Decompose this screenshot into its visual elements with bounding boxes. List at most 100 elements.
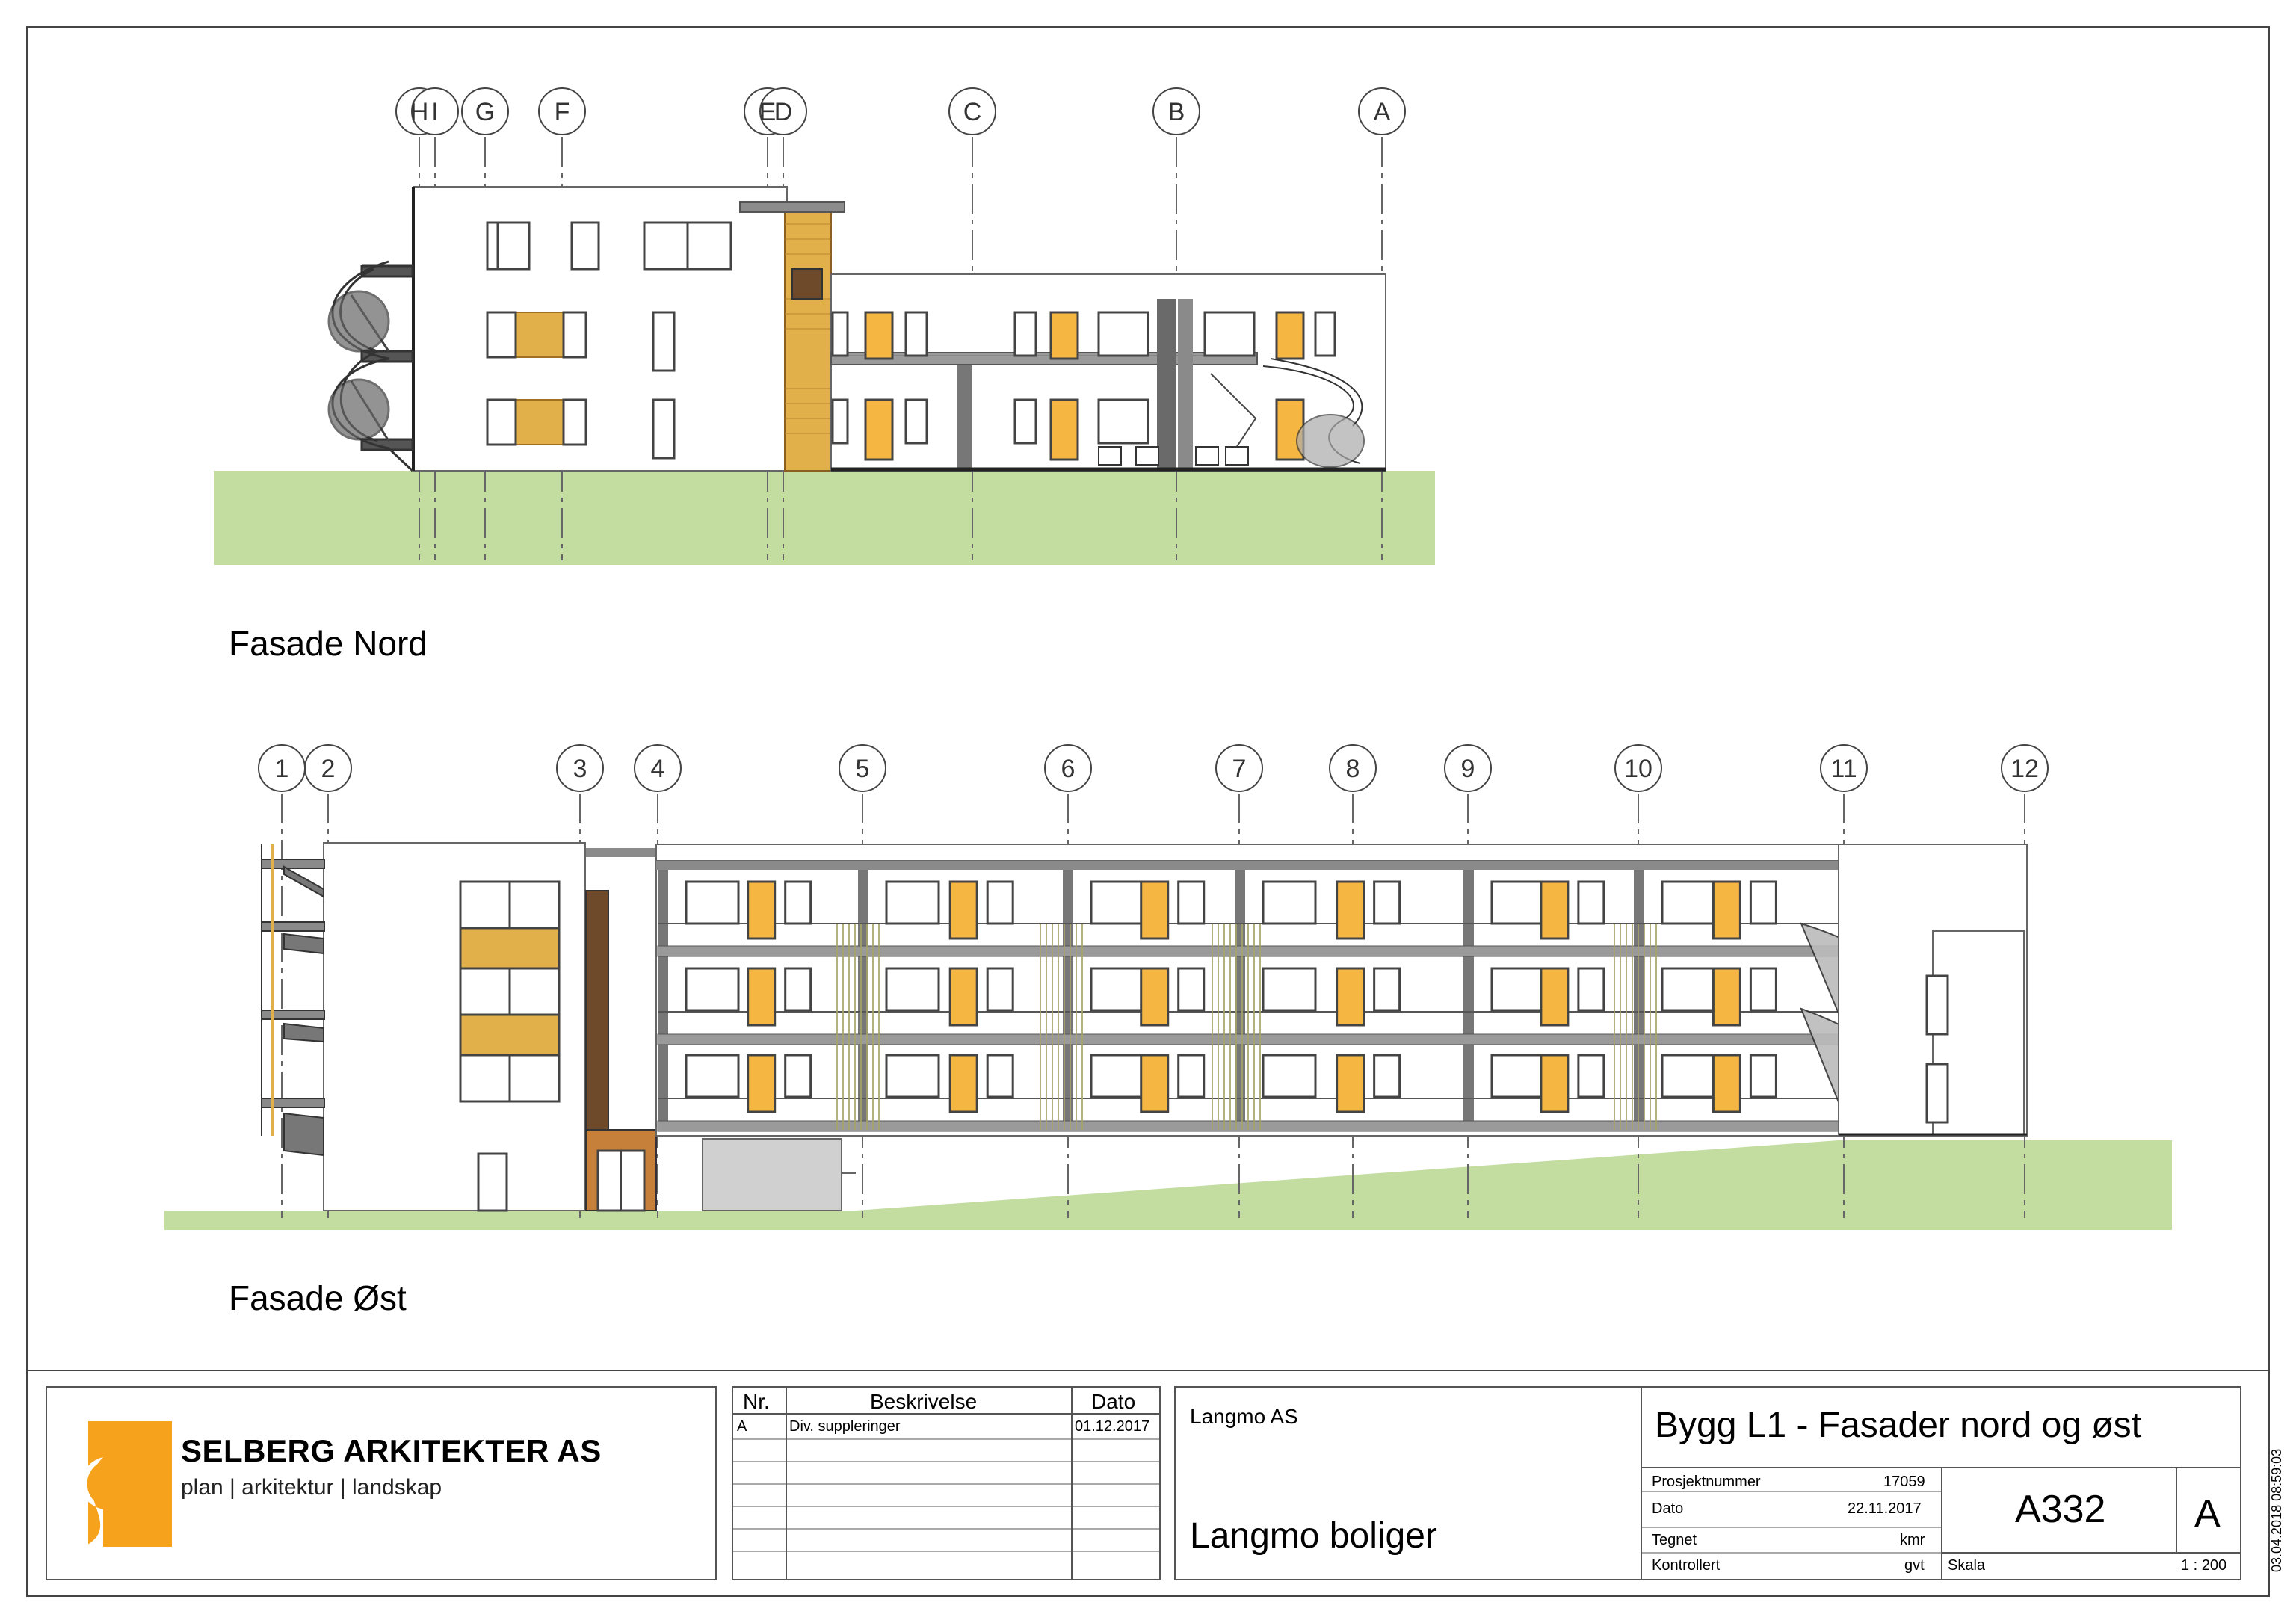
grid-label-7: 7 — [1232, 755, 1247, 783]
balcony-door — [747, 880, 777, 940]
drawn-label: Tegnet — [1652, 1532, 1697, 1548]
north-windows-lower — [486, 311, 676, 460]
balcony-door — [1712, 967, 1741, 1027]
north-windows-top — [486, 221, 732, 270]
balcony-door — [1712, 1054, 1741, 1113]
balcony-door — [1140, 1054, 1170, 1113]
balcony-window — [1090, 880, 1145, 925]
east-stair-core — [585, 890, 609, 1131]
east-balcony-units — [685, 880, 1777, 1113]
balcony-door — [1540, 967, 1570, 1027]
balcony-door — [747, 967, 777, 1027]
balcony-door — [1140, 880, 1170, 940]
grid-label-8: 8 — [1346, 755, 1360, 783]
north-doors — [864, 311, 1305, 461]
company-name: SELBERG ARKITEKTER AS — [181, 1433, 602, 1468]
balcony-window-small — [1577, 1054, 1605, 1098]
balcony-window — [1661, 1054, 1716, 1098]
grid-label-3: 3 — [573, 755, 587, 783]
east-view-title: Fasade Øst — [229, 1279, 407, 1317]
balcony-window-small — [986, 880, 1014, 925]
revision-table — [732, 1386, 1161, 1580]
balcony-window — [1490, 1054, 1546, 1098]
scale-label: Skala — [1948, 1557, 1986, 1574]
date-value: 22.11.2017 — [1848, 1500, 1922, 1517]
revision-letter: A — [2194, 1492, 2221, 1536]
project-info-box — [1174, 1386, 2241, 1580]
balcony-window — [685, 880, 740, 925]
balcony-door — [1540, 880, 1570, 940]
balcony-window-small — [986, 967, 1014, 1012]
north-elevation: H I G F E D C B A — [214, 87, 1435, 565]
grid-label-e: E — [759, 98, 777, 126]
north-spiral-stair-left — [327, 260, 414, 472]
balcony-window — [1262, 1054, 1317, 1098]
grid-label-b: B — [1168, 98, 1185, 126]
north-ground — [214, 471, 1435, 565]
revision-row-description: Div. suppleringer — [789, 1418, 901, 1435]
drawing-title: Bygg L1 - Fasader nord og øst — [1655, 1406, 2141, 1445]
balcony-window-small — [1373, 967, 1401, 1012]
balcony-window-small — [1373, 1054, 1401, 1098]
project-number: 17059 — [1883, 1474, 1925, 1490]
north-grid-bubbles — [395, 87, 1406, 135]
balcony-window — [685, 1054, 740, 1098]
balcony-window — [1262, 967, 1317, 1012]
revision-header-description: Beskrivelse — [870, 1390, 978, 1413]
balcony-door — [948, 880, 978, 940]
balcony-window — [1490, 967, 1546, 1012]
grid-label-12: 12 — [2010, 755, 2039, 783]
date-label: Dato — [1652, 1500, 1684, 1517]
balcony-door — [1336, 967, 1365, 1027]
revision-row-date: 01.12.2017 — [1075, 1418, 1150, 1435]
print-timestamp: 03.04.2018 08:59:03 — [2269, 1448, 2284, 1572]
balcony-window-small — [1749, 967, 1777, 1012]
balcony-window-small — [1577, 967, 1605, 1012]
balcony-door — [747, 1054, 777, 1113]
balcony-door — [1712, 880, 1741, 940]
scale-value: 1 : 200 — [2181, 1557, 2227, 1574]
client-name: Langmo AS — [1190, 1405, 1298, 1428]
balcony-window — [1661, 967, 1716, 1012]
balcony-window-small — [1177, 880, 1206, 925]
balcony-window — [1262, 880, 1317, 925]
balcony-window-small — [1749, 880, 1777, 925]
balcony-window-small — [784, 1054, 812, 1098]
balcony-window — [1090, 1054, 1145, 1098]
project-number-label: Prosjektnummer — [1652, 1474, 1761, 1490]
revision-row-nr: A — [737, 1418, 747, 1435]
grid-label-1: 1 — [275, 755, 289, 783]
balcony-window — [685, 967, 740, 1012]
grid-label-i: I — [431, 98, 438, 126]
east-left-balconies — [261, 844, 325, 1157]
east-annex-windows — [1925, 974, 1949, 1124]
grid-label-d: D — [774, 98, 793, 126]
grid-label-a: A — [1374, 98, 1391, 126]
north-low-windows — [831, 311, 1336, 445]
east-ground — [164, 1140, 2172, 1230]
north-tower-slats — [785, 223, 831, 434]
grid-label-2: 2 — [321, 755, 336, 783]
grid-label-g: G — [475, 98, 495, 126]
grid-label-5: 5 — [856, 755, 870, 783]
balcony-window — [1490, 880, 1546, 925]
balcony-door — [1336, 1054, 1365, 1113]
balcony-window — [1661, 880, 1716, 925]
east-side-door — [477, 1152, 508, 1212]
drawing-number: A332 — [2015, 1488, 2106, 1531]
grid-label-9: 9 — [1461, 755, 1475, 783]
revision-header-nr: Nr. — [743, 1390, 770, 1413]
balcony-window-small — [784, 880, 812, 925]
north-patio-furniture — [1098, 446, 1249, 466]
balcony-door — [1336, 880, 1365, 940]
balcony-window-small — [1577, 880, 1605, 925]
revision-header-date: Dato — [1091, 1390, 1136, 1413]
balcony-window-small — [1177, 967, 1206, 1012]
east-green-screens — [836, 924, 1657, 1130]
checked-label: Kontrollert — [1652, 1557, 1721, 1574]
grid-label-f: F — [555, 98, 570, 126]
grid-label-11: 11 — [1830, 755, 1857, 783]
north-grid-labels: H I G F E D C B A — [410, 98, 1391, 126]
balcony-window — [885, 967, 940, 1012]
